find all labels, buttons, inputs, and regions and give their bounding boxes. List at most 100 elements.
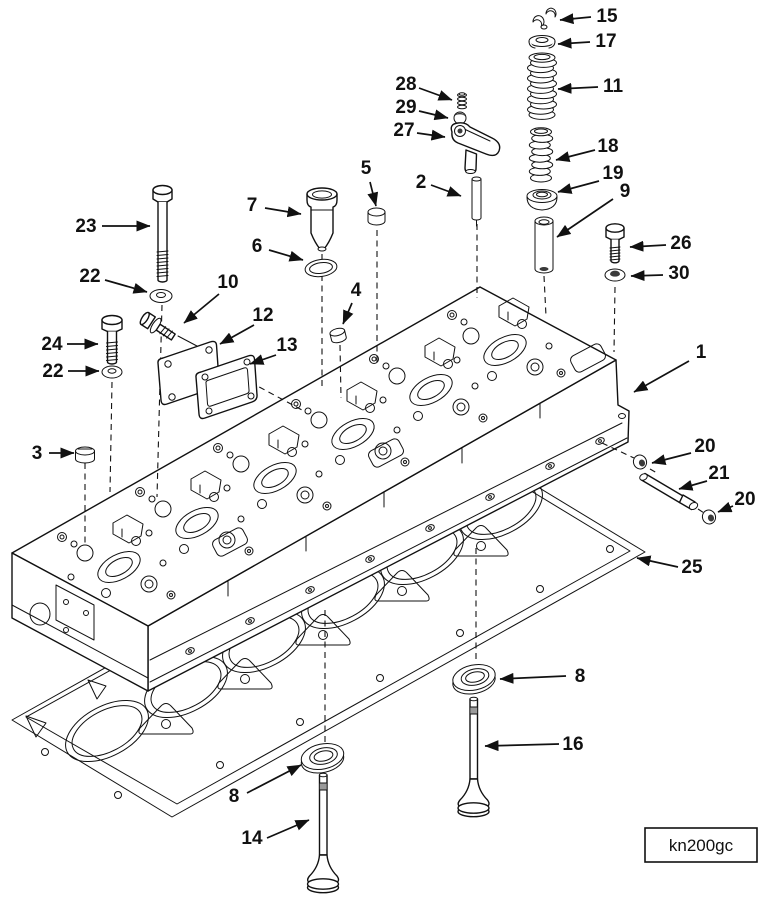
part-cover-gasket — [195, 354, 258, 420]
callout-label: 8 — [575, 666, 586, 687]
callout-label: 25 — [681, 557, 703, 578]
callout-8b: 8 — [229, 764, 302, 807]
callout-15: 15 — [559, 6, 618, 27]
callout-29: 29 — [395, 97, 449, 121]
part-valve-seal-left — [300, 742, 345, 774]
callout-label: 12 — [252, 305, 273, 326]
callout-label: 20 — [694, 436, 715, 457]
callout-label: 20 — [734, 489, 755, 510]
callout-20a: 20 — [651, 436, 716, 465]
callout-label: 11 — [603, 76, 624, 97]
part-valve-spring-outer — [527, 52, 557, 120]
part-valve-spring-inner — [528, 127, 554, 183]
part-washer-upper — [149, 289, 173, 303]
callout-label: 5 — [361, 158, 372, 179]
part-adjusting-ball — [453, 111, 467, 125]
part-push-rod — [471, 176, 482, 227]
callout-label: 7 — [247, 195, 258, 216]
callout-6: 6 — [252, 236, 304, 262]
part-pipe-plug — [329, 327, 347, 344]
part-head-bolt-long — [152, 184, 173, 283]
callout-label: 9 — [620, 181, 631, 202]
callout-27: 27 — [393, 120, 446, 141]
callout-label: 15 — [596, 6, 618, 27]
callout-2: 2 — [416, 172, 462, 197]
part-spring-retainer — [528, 35, 556, 49]
callout-4: 4 — [342, 280, 362, 325]
callout-label: 23 — [75, 216, 96, 237]
callout-label: 18 — [597, 136, 618, 157]
part-injector-oring — [304, 258, 338, 278]
callout-14: 14 — [241, 819, 310, 849]
part-pipe-plug-a — [632, 454, 648, 470]
part-cup-plug-left — [75, 446, 95, 464]
callout-13: 13 — [249, 335, 298, 365]
figure-code-border — [644, 827, 758, 863]
part-end-bolt — [605, 223, 625, 264]
callout-label: 6 — [252, 236, 263, 257]
callout-16: 16 — [484, 734, 584, 755]
callout-5: 5 — [361, 158, 379, 207]
part-valve-crosshead — [450, 122, 501, 174]
part-crosshead-spring — [457, 92, 467, 110]
callout-22a: 22 — [79, 266, 148, 294]
callout-label: 1 — [696, 342, 707, 363]
part-dowel-tube — [639, 472, 699, 511]
callout-23: 23 — [75, 216, 151, 237]
callout-label: 27 — [393, 120, 414, 141]
callout-label: 28 — [395, 74, 416, 95]
callout-17: 17 — [557, 31, 617, 52]
part-pipe-plug-b — [701, 509, 717, 525]
part-valve-collets — [532, 7, 557, 30]
part-cylinder-head — [11, 286, 630, 692]
callout-label: 24 — [41, 334, 63, 355]
callout-28: 28 — [395, 74, 453, 101]
callout-19: 19 — [557, 163, 624, 194]
callout-label: 29 — [395, 97, 416, 118]
callout-label: 30 — [668, 263, 689, 284]
callout-22b: 22 — [42, 361, 100, 382]
callout-10: 10 — [183, 272, 239, 324]
part-injector-sleeve — [534, 216, 554, 274]
callout-label: 21 — [708, 463, 730, 484]
callout-18: 18 — [555, 136, 619, 162]
part-valve-right — [457, 696, 490, 818]
callout-label: 26 — [670, 233, 691, 254]
callout-label: 3 — [32, 443, 43, 464]
callout-7: 7 — [247, 195, 302, 218]
part-end-washer — [604, 268, 626, 282]
callout-24: 24 — [41, 334, 99, 355]
callout-8a: 8 — [499, 666, 586, 687]
callout-label: 17 — [595, 31, 616, 52]
figure-code-box: kn200gc — [644, 827, 758, 863]
callout-label: 13 — [276, 335, 297, 356]
callout-26: 26 — [629, 233, 692, 254]
callout-label: 22 — [79, 266, 100, 287]
part-cover-screw — [139, 311, 176, 341]
callout-label: 22 — [42, 361, 63, 382]
callout-20b: 20 — [717, 489, 756, 513]
callout-label: 16 — [562, 734, 583, 755]
callout-1: 1 — [633, 342, 707, 393]
callout-25: 25 — [636, 555, 703, 578]
part-head-bolt-short — [101, 314, 123, 365]
callout-label: 14 — [241, 828, 263, 849]
part-valve-left — [306, 772, 340, 894]
callout-label: 2 — [416, 172, 427, 193]
callout-11: 11 — [557, 76, 624, 97]
callout-label: 8 — [229, 786, 240, 807]
part-cup-plug-small — [367, 207, 386, 226]
part-valve-seal-right — [452, 663, 496, 695]
part-spring-guide — [526, 189, 558, 211]
figure-code: kn200gc — [669, 836, 734, 855]
callout-12: 12 — [219, 305, 274, 345]
callout-label: 19 — [602, 163, 623, 184]
callout-9: 9 — [556, 181, 631, 238]
part-injector-cup — [306, 187, 338, 252]
callout-21: 21 — [678, 463, 730, 491]
callout-3: 3 — [32, 443, 75, 464]
callout-30: 30 — [630, 263, 690, 284]
callout-label: 4 — [351, 280, 362, 301]
